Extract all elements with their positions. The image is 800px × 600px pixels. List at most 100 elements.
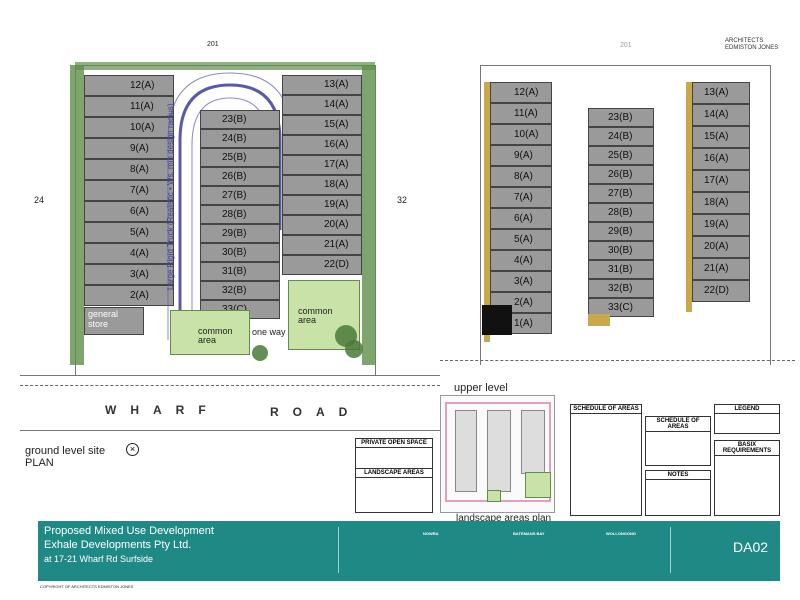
unit-label: 15(A) (704, 131, 729, 142)
unit-label: 13(A) (704, 87, 729, 98)
unit-row (692, 104, 750, 126)
stair-block (482, 305, 512, 335)
unit-label: 24(B) (608, 131, 633, 142)
unit-label: 2(A) (130, 290, 149, 301)
unit-label: 26(B) (222, 171, 247, 182)
unit-row (588, 203, 654, 222)
unit-label: 4(A) (514, 255, 533, 266)
unit-row (84, 264, 174, 285)
unit-label: 17(A) (324, 159, 349, 170)
unit-row (588, 165, 654, 184)
table-header: LEGEND (715, 405, 779, 414)
unit-label: 9(A) (514, 150, 533, 161)
common-area-left (170, 310, 250, 355)
unit-label: 29(B) (608, 226, 633, 237)
unit-row (282, 135, 362, 155)
unit-row (200, 148, 280, 167)
unit-row (692, 258, 750, 280)
unit-row (490, 208, 552, 229)
unit-label: 3(A) (130, 269, 149, 280)
unit-label: 33(C) (608, 302, 634, 313)
private-open-space-table: PRIVATE OPEN SPACE LANDSCAPE AREAS (355, 438, 433, 513)
ground-level-plan: 201 12(A) 11(A) 10(A) 9(A) 8(A) 7(A) 6(A… (20, 40, 440, 469)
unit-label: 12(A) (130, 80, 155, 91)
unit-row (282, 75, 362, 95)
road-name-2: ROAD (270, 405, 362, 419)
table-header: BASIX REQUIREMENTS (715, 441, 779, 456)
unit-row (200, 205, 280, 224)
unit-row (282, 215, 362, 235)
basix-table: BASIX REQUIREMENTS (714, 440, 780, 516)
unit-label: 22(D) (324, 259, 350, 270)
unit-row (200, 186, 280, 205)
unit-row (282, 95, 362, 115)
truck-note: Large Rigid Truck (Realistic • Ws, min d… (166, 103, 175, 290)
unit-row (588, 184, 654, 203)
unit-label: 11(A) (130, 101, 154, 112)
right-units-column: 13(A) 14(A) 15(A) 16(A) 17(A) 18(A) 19(A… (282, 75, 362, 275)
unit-label: 6(A) (130, 206, 149, 217)
unit-row (490, 250, 552, 271)
upper-boundary-left (480, 65, 481, 365)
ground-plan-caption: ground level site PLAN (25, 445, 106, 469)
north-point-icon: × (126, 443, 139, 456)
table-header: PRIVATE OPEN SPACE (356, 439, 432, 448)
unit-label: 25(B) (222, 152, 247, 163)
unit-label: 22(D) (704, 285, 730, 296)
legend-table: LEGEND (714, 404, 780, 434)
unit-row (588, 279, 654, 298)
unit-row (490, 271, 552, 292)
general-store-label: general store (88, 309, 119, 329)
unit-label: 11(A) (514, 108, 538, 119)
tree (252, 345, 268, 361)
unit-row (200, 129, 280, 148)
unit-label: 30(B) (608, 245, 633, 256)
unit-label: 33(C) (222, 304, 247, 315)
landscape-green-area (525, 472, 551, 498)
upper-right-units: 13(A) 14(A) 15(A) 16(A) 17(A) 18(A) 19(A… (692, 82, 750, 304)
road-name-1: WHARF (105, 403, 220, 417)
unit-row (200, 224, 280, 243)
common-area-label-left: common area (198, 326, 233, 345)
landscape-block-right (521, 410, 545, 474)
unit-label: 27(B) (608, 188, 633, 199)
unit-label: 23(B) (222, 114, 247, 125)
unit-label: 4(A) (130, 248, 149, 259)
unit-label: 32(B) (222, 285, 247, 296)
unit-label: 9(A) (130, 143, 149, 154)
unit-row (490, 124, 552, 145)
schedule-of-areas-2-table: SCHEDULE OF AREAS (645, 416, 711, 466)
unit-row (588, 127, 654, 146)
unit-label: 13(A) (324, 79, 349, 90)
unit-label: 7(A) (514, 192, 533, 203)
unit-row (490, 145, 552, 166)
unit-row (490, 103, 552, 124)
copyright-note: COPYRIGHT OF ARCHITECTS EDMISTON JONES (40, 584, 134, 589)
planting-top (75, 62, 375, 70)
drawing-number: DA02 (733, 539, 769, 555)
table-header: SCHEDULE OF AREAS (646, 417, 710, 432)
unit-row (588, 108, 654, 127)
landscape-caption: landscape areas plan (456, 513, 552, 524)
unit-row (282, 155, 362, 175)
unit-row (84, 285, 174, 306)
unit-label: 26(B) (608, 169, 633, 180)
unit-label: 14(A) (324, 99, 349, 110)
unit-label: 28(B) (222, 209, 247, 220)
upper-left-units: 12(A) 11(A) 10(A) 9(A) 8(A) 7(A) 6(A) 5(… (490, 82, 552, 344)
unit-label: 8(A) (514, 171, 533, 182)
unit-row (588, 222, 654, 241)
unit-label: 31(B) (222, 266, 247, 277)
unit-label: 3(A) (514, 276, 533, 287)
plan-top-label: 201 (207, 41, 219, 48)
unit-label: 17(A) (704, 175, 729, 186)
upper-left-strip (484, 82, 490, 342)
title-divider (670, 527, 671, 573)
unit-label: 21(A) (324, 239, 349, 250)
unit-label: 19(A) (324, 199, 349, 210)
unit-label: 29(B) (222, 228, 247, 239)
unit-label: 28(B) (608, 207, 633, 218)
tree (345, 340, 363, 358)
unit-label: 2(A) (514, 297, 533, 308)
unit-row (692, 170, 750, 192)
